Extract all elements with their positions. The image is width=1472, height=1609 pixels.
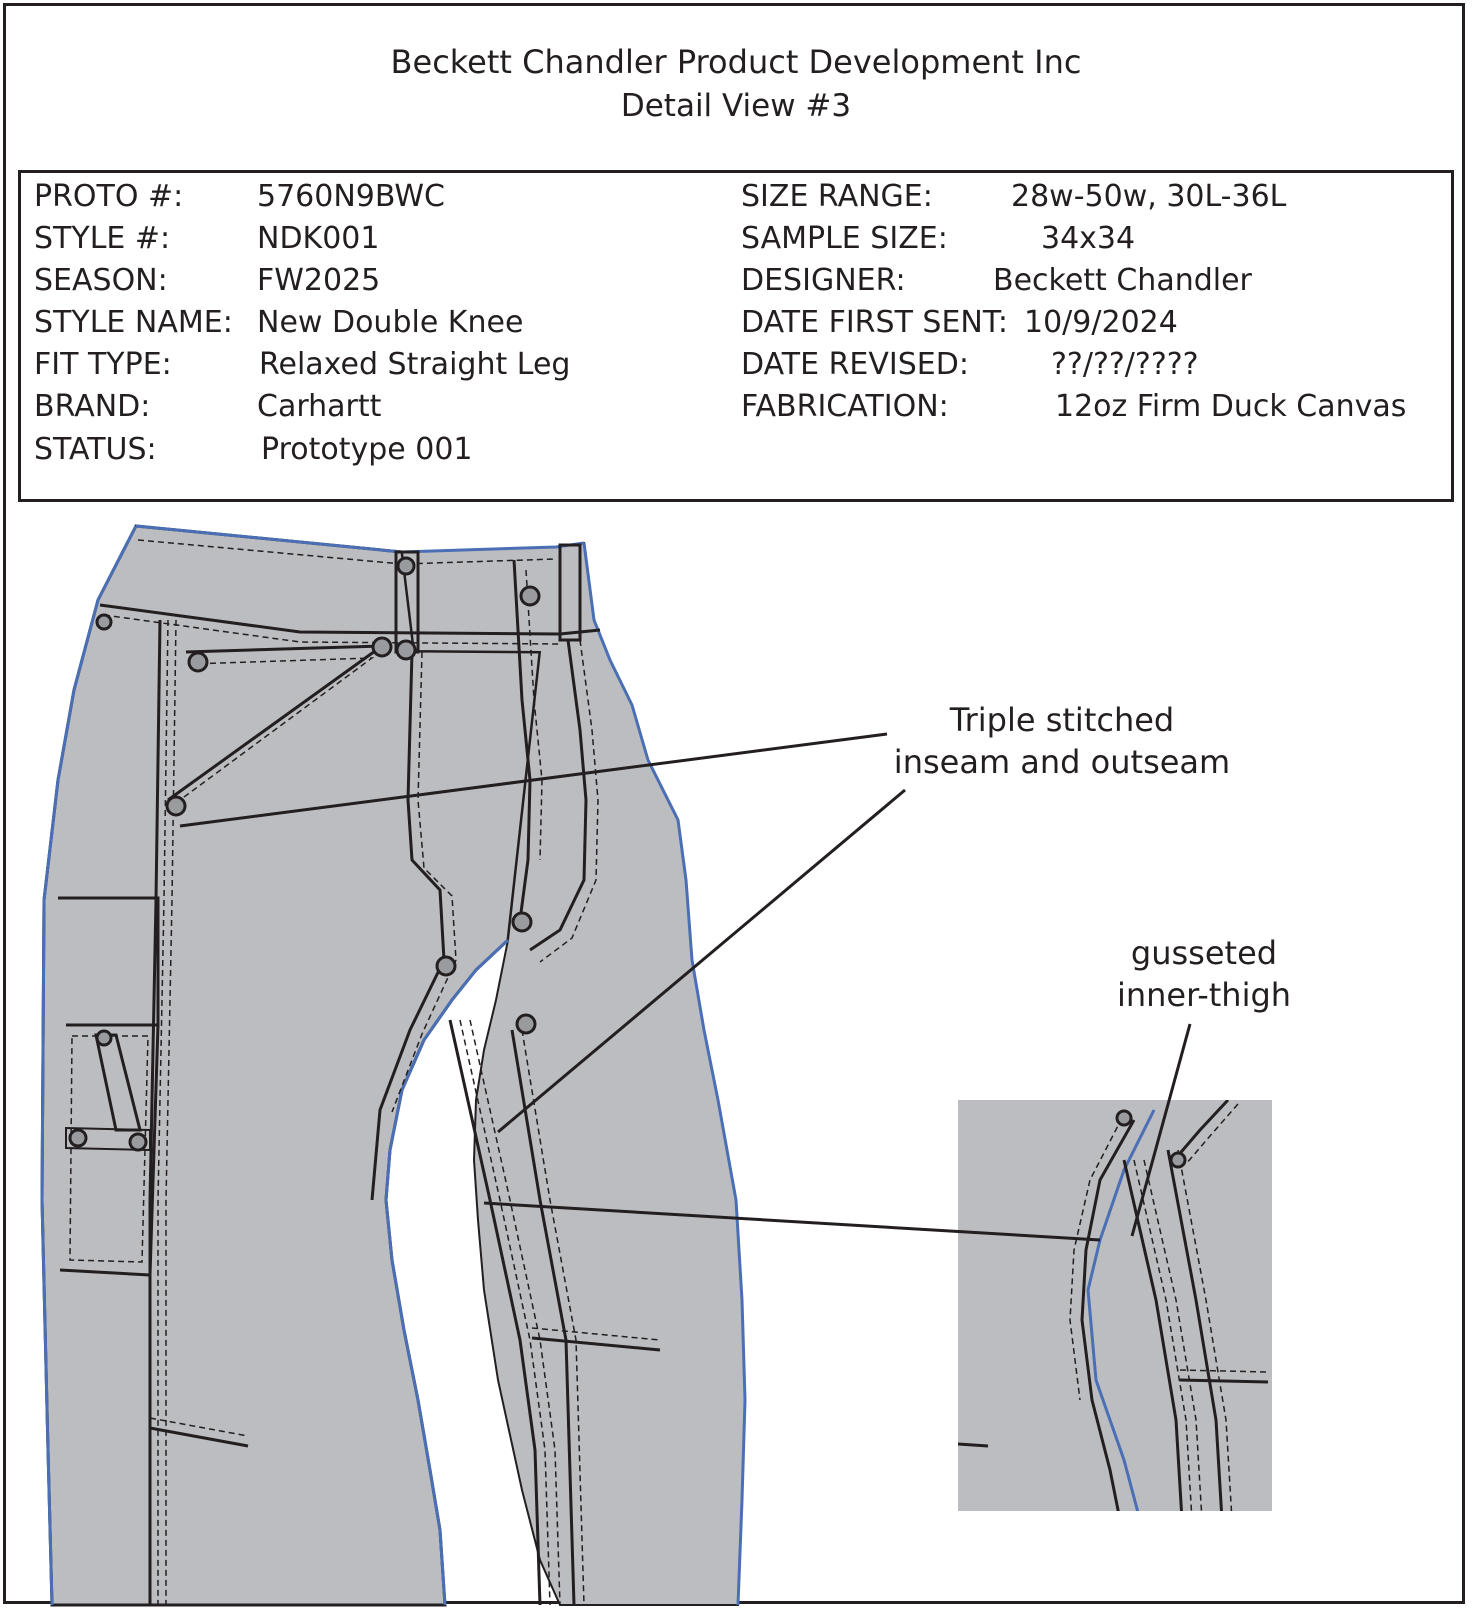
- rivet-icon: [515, 1013, 537, 1035]
- inset-gusset-stitch-3: [1177, 1149, 1233, 1511]
- rivet-icon: [519, 585, 541, 607]
- spec-label-date-first-sent: DATE FIRST SENT:: [741, 305, 1009, 340]
- inset-gusset-seam-1: [1122, 1159, 1183, 1511]
- spec-label-fabrication: FABRICATION:: [741, 389, 949, 424]
- inseam-right-leg: [448, 1019, 542, 1606]
- outseam-left-stitch-1: [157, 619, 169, 1605]
- leader-line-inset: [483, 1201, 1101, 1242]
- spec-label-fit-type: FIT TYPE:: [34, 347, 172, 382]
- rivet-icon: [396, 556, 416, 576]
- belt-loop-right: [558, 543, 582, 642]
- callout-gusset-line2: inner-thigh: [1116, 976, 1292, 1014]
- rivet-icon: [95, 1029, 113, 1047]
- company-name: Beckett Chandler Product Development Inc: [390, 43, 1082, 81]
- rivet-icon: [395, 639, 417, 661]
- spec-label-brand: BRAND:: [34, 389, 151, 424]
- front-rise-seam: [529, 639, 588, 952]
- inset-gusset-stitch-1: [1133, 1159, 1193, 1511]
- leader-line-outseam: [179, 732, 888, 828]
- inset-knee-left: [958, 1442, 989, 1448]
- rivet-icon: [1115, 1109, 1133, 1127]
- outer-edge-left: [40, 525, 138, 1606]
- callout-seam-line2: inseam and outseam: [893, 743, 1231, 781]
- crotch-edge: [384, 938, 510, 1606]
- leader-line-gusset: [1130, 1023, 1192, 1237]
- rivet-icon: [371, 636, 393, 658]
- outseam-right-stitch: [521, 1029, 585, 1606]
- spec-value-fabrication: 12oz Firm Duck Canvas: [1055, 389, 1407, 424]
- fly-stitch: [525, 569, 543, 861]
- inset-gusset-stitch-2: [1143, 1159, 1203, 1511]
- spec-label-date-revised: DATE REVISED:: [741, 347, 969, 382]
- spec-label-proto: PROTO #:: [34, 179, 184, 214]
- callout-seam-line1: Triple stitched: [949, 701, 1175, 739]
- inset-knee-seam: [1179, 1378, 1269, 1384]
- spec-label-sample-size: SAMPLE SIZE:: [741, 221, 948, 256]
- spec-value-size-range: 28w-50w, 30L-36L: [1011, 179, 1287, 214]
- spec-label-season: SEASON:: [34, 263, 168, 298]
- spec-value-date-revised: ??/??/????: [1051, 347, 1199, 382]
- inseam-left-leg: [370, 651, 446, 1201]
- spec-value-proto: 5760N9BWC: [257, 179, 445, 214]
- spec-label-size-range: SIZE RANGE:: [741, 179, 933, 214]
- rivet-icon: [1169, 1151, 1187, 1169]
- rivet-icon: [511, 911, 533, 933]
- inset-blue-edge: [1086, 1109, 1156, 1511]
- leader-line-inseam: [497, 788, 906, 1134]
- knee-panel-left: [149, 1426, 249, 1448]
- inset-right-stitch: [1185, 1103, 1239, 1165]
- spec-value-style: NDK001: [257, 221, 380, 256]
- spec-value-fit-type: Relaxed Straight Leg: [259, 347, 571, 382]
- utility-pocket-stitch: [69, 1035, 149, 1263]
- spec-value-style-name: New Double Knee: [257, 305, 524, 340]
- spec-box: [18, 170, 1454, 502]
- inseam-right-stitch-1: [459, 1019, 551, 1606]
- front-pocket-stitch: [179, 657, 375, 801]
- callout-gusset-line1: gusseted: [1130, 934, 1278, 972]
- spec-value-date-first-sent: 10/9/2024: [1024, 305, 1178, 340]
- spec-value-brand: Carhartt: [257, 389, 382, 424]
- rivet-icon: [187, 651, 209, 673]
- inset-crotch-curve: [1080, 1119, 1136, 1511]
- inset-gusset-seam-2: [1166, 1149, 1223, 1511]
- waistband-stitch: [103, 614, 561, 645]
- spec-value-status: Prototype 001: [261, 432, 473, 467]
- spec-label-style: STYLE #:: [34, 221, 171, 256]
- rivet-icon: [128, 1132, 148, 1152]
- spec-label-designer: DESIGNER:: [741, 263, 906, 298]
- inset-right-curve: [1174, 1100, 1230, 1159]
- rivet-icon: [165, 795, 187, 817]
- front-rise-stitch: [539, 639, 599, 963]
- inseam-left-stitch: [391, 651, 457, 1113]
- inseam-right-stitch-2: [469, 1019, 561, 1606]
- rivet-icon: [68, 1128, 88, 1148]
- gusset-inset-background: [958, 1100, 1272, 1511]
- outseam-right-leg: [510, 1029, 576, 1606]
- rivet-icon: [95, 613, 113, 631]
- inset-crotch-stitch: [1069, 1117, 1123, 1401]
- rivet-icon: [435, 955, 457, 977]
- spec-label-status: STATUS:: [34, 432, 157, 467]
- spec-value-sample-size: 34x34: [1041, 221, 1136, 256]
- outseam-left-stitch-2: [165, 619, 177, 1605]
- spec-value-season: FW2025: [257, 263, 381, 298]
- knee-panel-stitch: [531, 1327, 661, 1341]
- spec-value-designer: Beckett Chandler: [993, 263, 1252, 298]
- utility-pocket-lower: [59, 1023, 160, 1277]
- knee-panel-left-stitch: [149, 1417, 249, 1437]
- outseam-left: [148, 619, 162, 1605]
- tool-pocket-flap: [65, 1126, 151, 1152]
- knee-panel-seam: [531, 1336, 661, 1352]
- view-title: Detail View #3: [620, 88, 852, 124]
- outer-edge-right: [582, 542, 747, 1606]
- pants-left-leg: [40, 524, 542, 1607]
- spec-label-style-name: STYLE NAME:: [34, 305, 233, 340]
- inset-knee-stitch: [1179, 1369, 1269, 1373]
